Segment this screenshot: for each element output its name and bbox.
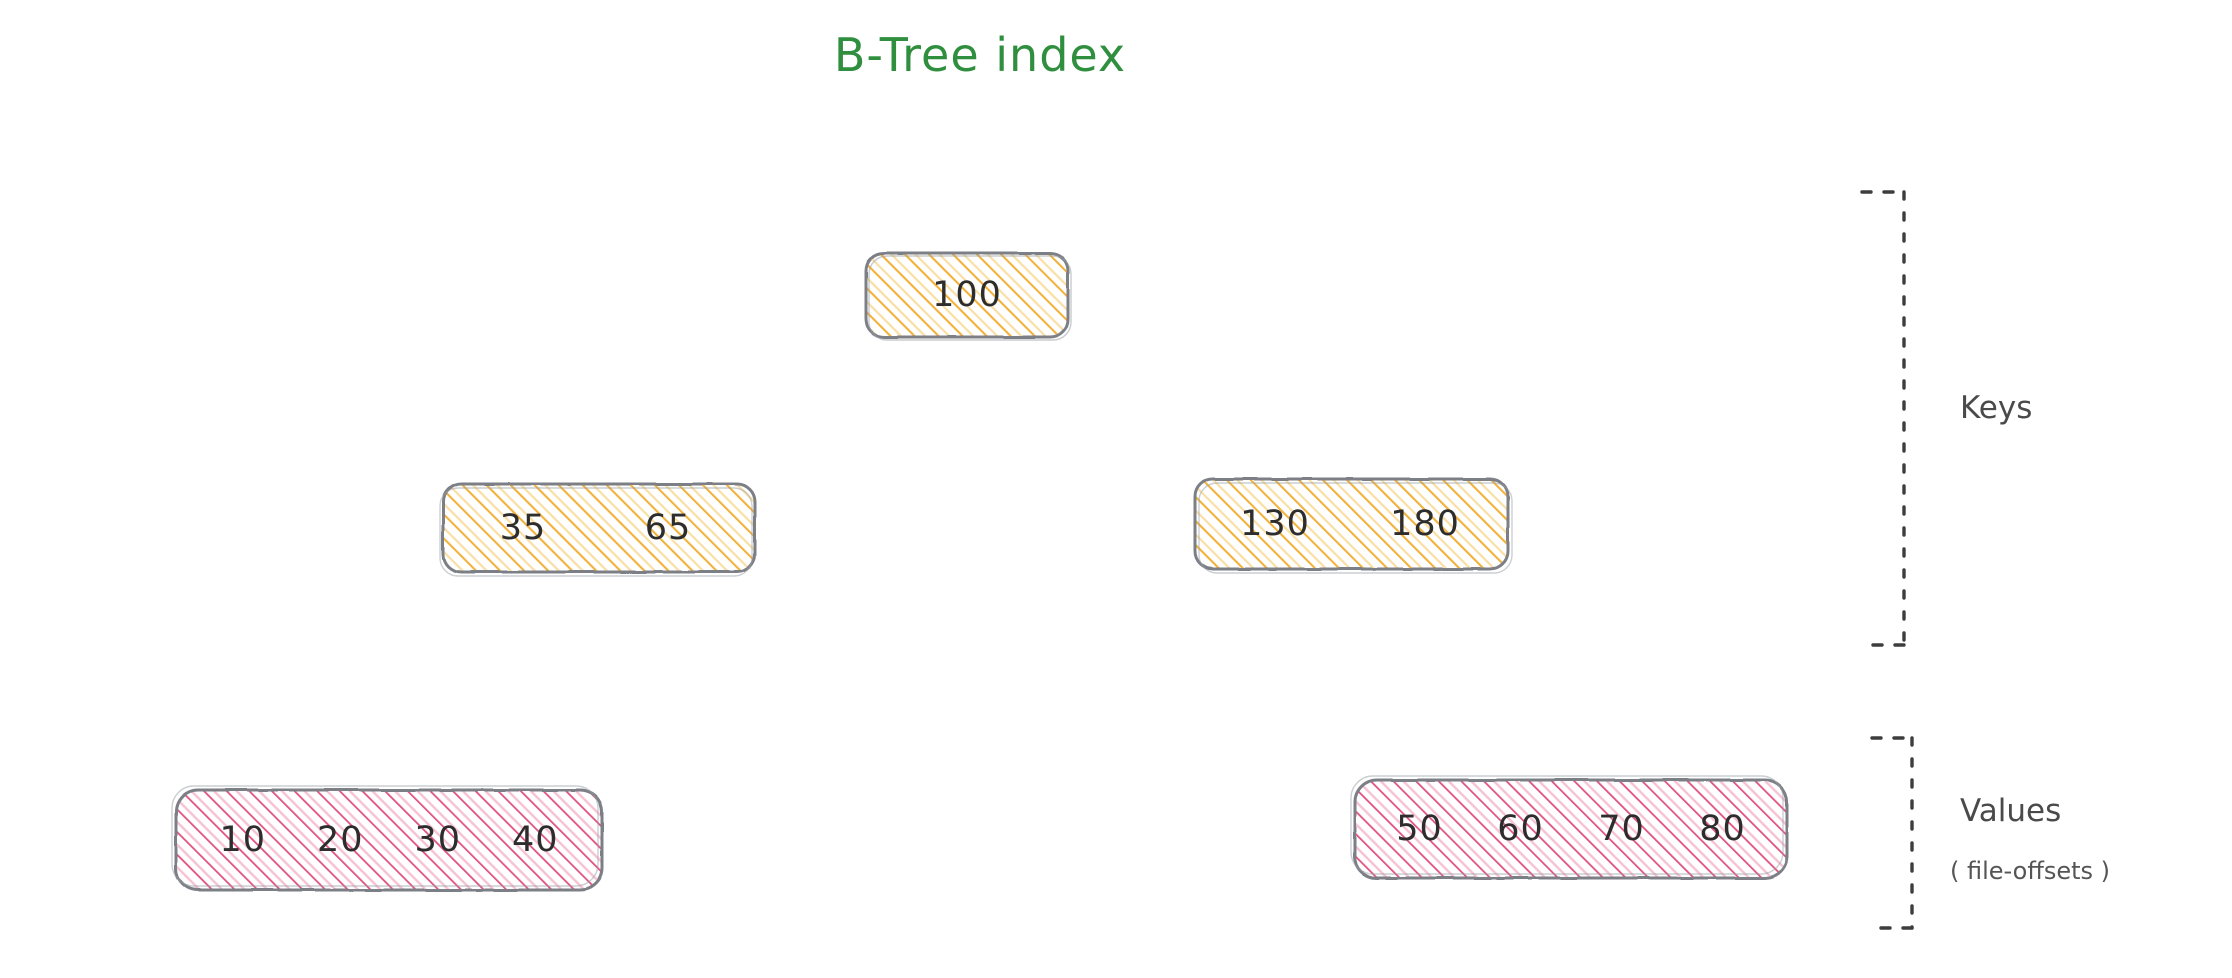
key-cell: 100 xyxy=(932,275,1002,315)
value-cell: 40 xyxy=(511,820,559,860)
internal-node-right-cells: 130 180 xyxy=(1195,479,1508,569)
page-title: B-Tree index xyxy=(833,28,1127,82)
leaf-node-left[interactable]: 10 20 30 40 xyxy=(176,790,602,890)
values-annotation-label: Values xyxy=(1960,793,2062,829)
value-cell: 80 xyxy=(1699,809,1746,849)
root-node-cells: 100 xyxy=(866,253,1068,337)
leaf-node-right-shape xyxy=(1350,775,1789,880)
key-cell: 65 xyxy=(644,508,692,548)
value-cell: 10 xyxy=(219,820,267,860)
value-cell: 60 xyxy=(1497,809,1544,849)
leaf-node-left-shape xyxy=(171,785,604,892)
values-bracket xyxy=(1870,736,1914,930)
key-cell: 180 xyxy=(1390,504,1460,544)
internal-node-left[interactable]: 35 65 xyxy=(443,484,755,572)
value-cell: 20 xyxy=(316,820,364,860)
internal-node-left-cells: 35 65 xyxy=(443,484,755,572)
leaf-node-left-cells: 10 20 30 40 xyxy=(176,790,602,890)
root-node-shape xyxy=(864,251,1072,341)
value-cell: 30 xyxy=(414,820,462,860)
values-annotation-sublabel: ( file-offsets ) xyxy=(1950,857,2111,885)
key-cell: 35 xyxy=(499,508,547,548)
key-cell: 130 xyxy=(1240,504,1310,544)
root-node[interactable]: 100 xyxy=(866,253,1068,337)
leaf-node-right[interactable]: 50 60 70 80 xyxy=(1355,780,1787,878)
internal-node-right-shape xyxy=(1193,477,1513,574)
value-cell: 50 xyxy=(1396,809,1443,849)
value-cell: 70 xyxy=(1598,809,1645,849)
leaf-node-right-cells: 50 60 70 80 xyxy=(1355,780,1787,878)
internal-node-right[interactable]: 130 180 xyxy=(1195,479,1508,569)
keys-bracket xyxy=(1860,190,1906,647)
internal-node-left-shape xyxy=(439,482,757,577)
keys-annotation-label: Keys xyxy=(1960,390,2033,426)
